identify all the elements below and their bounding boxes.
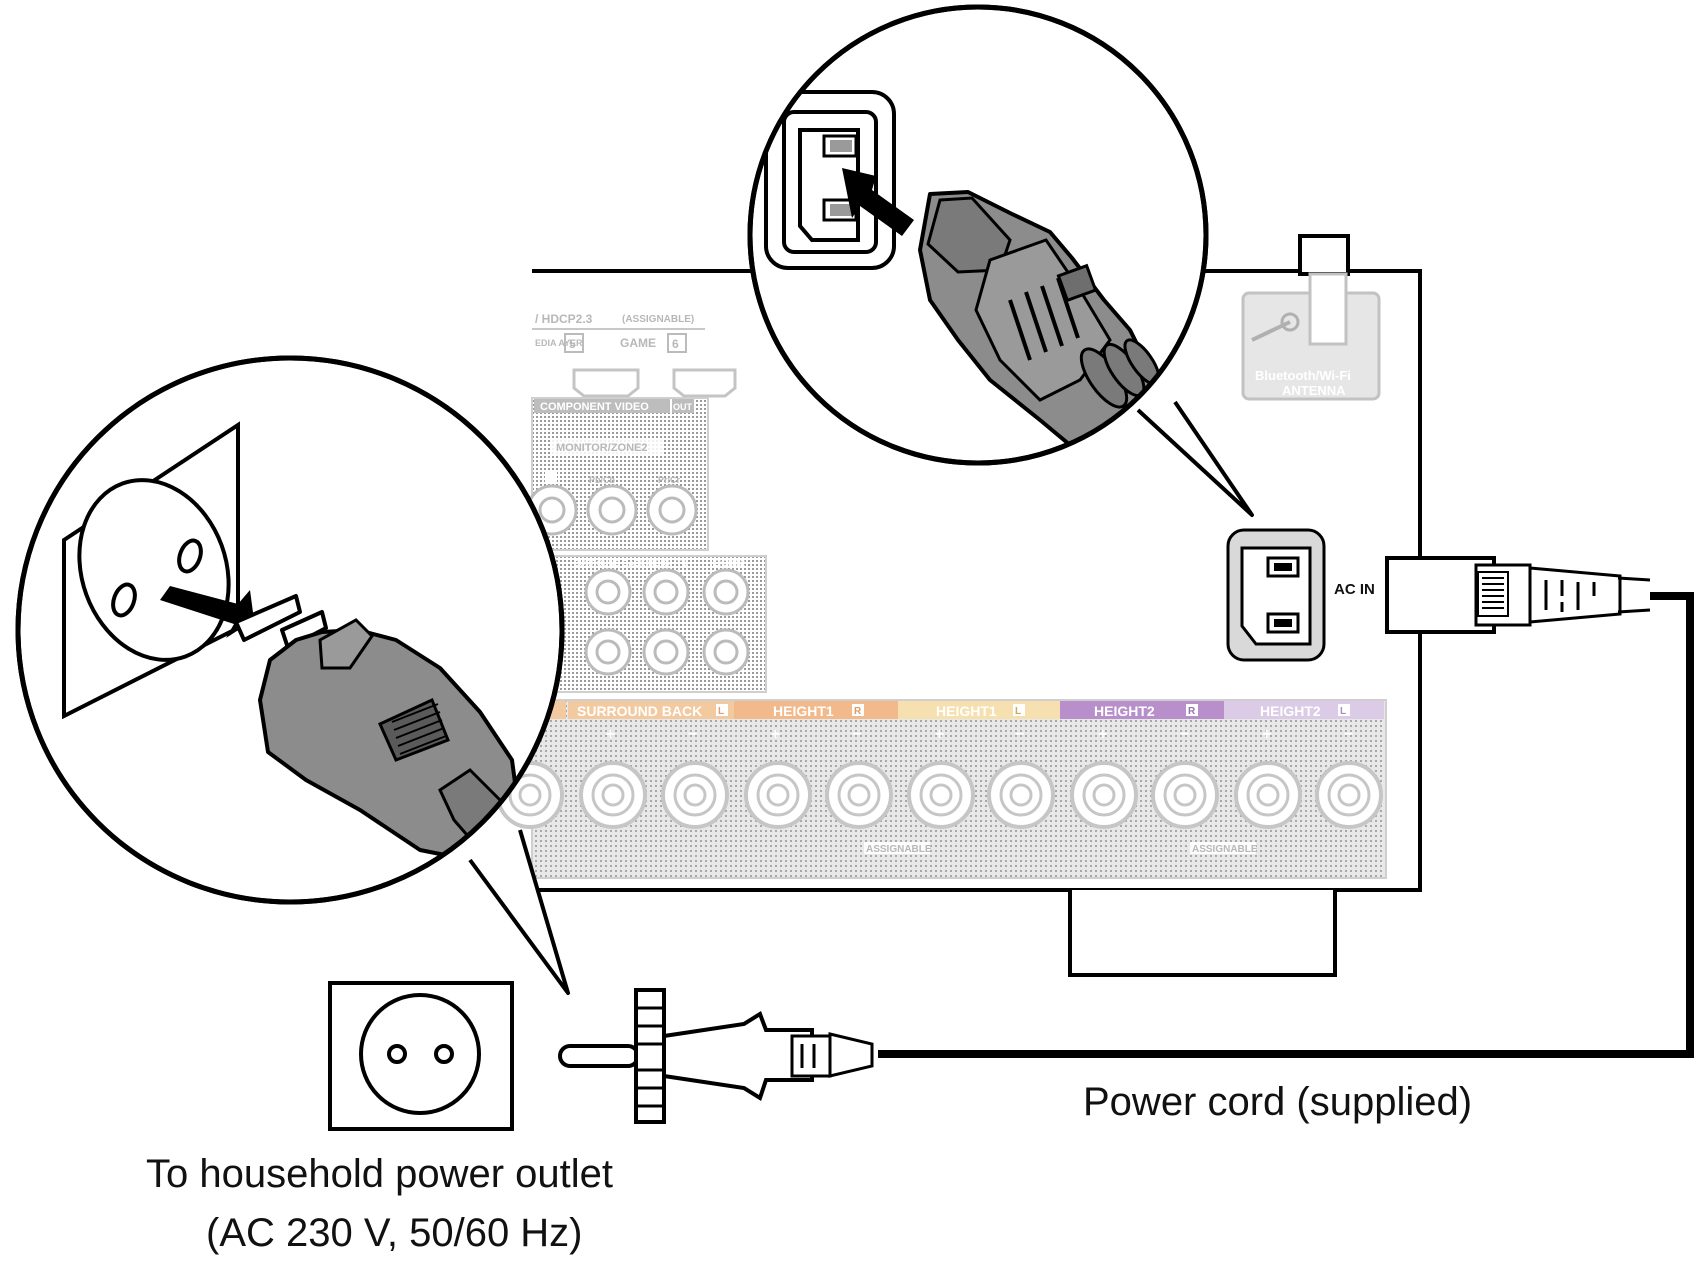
- bluetooth-wifi-antenna-connector: Bluetooth/Wi-Fi ANTENNA: [1241, 272, 1381, 401]
- media-player-label: EDIA AYER: [535, 338, 583, 348]
- rca-jack: [642, 628, 690, 676]
- antenna-stub: [1298, 234, 1350, 276]
- component-video-block: COMPONENT VIDEO OUT MONITOR/ZONE2 Pb/Cb …: [526, 397, 709, 551]
- rca-jack: [642, 568, 690, 616]
- rca-jack: [646, 484, 698, 536]
- height1-r-ch: R: [854, 706, 862, 717]
- pre-out-block: SURROUND BACK HEIGHT1 HEIGHT2: [531, 555, 767, 693]
- speaker-terminal: [1234, 761, 1302, 829]
- speaker-terminal: [825, 761, 893, 829]
- height1-l-ch: L: [1015, 706, 1021, 717]
- minus-mark: −: [1180, 726, 1189, 743]
- speaker-terminal: [1151, 761, 1219, 829]
- speaker-terminal-block: SURROUND BACK L HEIGHT1 R HEIGHT1 L HEIG…: [496, 699, 1387, 879]
- monitor-zone2-label: MONITOR/ZONE2: [556, 442, 647, 454]
- pb-label: Pb/Cb: [589, 475, 616, 485]
- speaker-terminal: [744, 761, 812, 829]
- out-label: OUT: [673, 402, 693, 412]
- preout-height1-label: HEIGHT1: [648, 558, 687, 568]
- hdmi-port-6: [672, 368, 737, 398]
- game-label: GAME: [620, 336, 656, 350]
- power-cord-label: Power cord (supplied): [1083, 1080, 1472, 1124]
- height2-r-label: HEIGHT2: [1094, 703, 1155, 719]
- speaker-terminal: [1315, 761, 1383, 829]
- receiver-foot: [1068, 890, 1337, 977]
- ac-in-label: AC IN: [1334, 581, 1375, 598]
- plus-mark: +: [771, 726, 780, 743]
- callout-iec-inlet: [747, 4, 1254, 517]
- wall-socket-closeup: [62, 421, 240, 720]
- height2-l-label: HEIGHT2: [1260, 703, 1321, 719]
- surround-back-label: SURROUND BACK: [577, 703, 702, 719]
- rca-jack: [584, 568, 632, 616]
- plus-mark: +: [1262, 726, 1271, 743]
- component-video-label: COMPONENT VIDEO: [540, 401, 649, 413]
- plus-mark: +: [935, 726, 944, 743]
- outlet-label-line1: To household power outlet: [146, 1152, 613, 1196]
- hdcp-label: / HDCP2.3: [535, 312, 593, 326]
- speaker-terminal: [661, 761, 729, 829]
- receiver-rear-panel: / HDCP2.3 (ASSIGNABLE) EDIA AYER 5 GAME …: [496, 234, 1422, 977]
- pr-label: Pr/Cr: [658, 475, 681, 485]
- rca-jack: [702, 568, 750, 616]
- height1-l-label: HEIGHT1: [936, 703, 997, 719]
- plus-mark: +: [1098, 726, 1107, 743]
- input-6-label: 6: [672, 337, 679, 351]
- preout-surround-back-label: SURROUND BACK: [574, 559, 646, 568]
- height2-l-ch: L: [1340, 706, 1346, 717]
- speaker-terminal: [987, 761, 1055, 829]
- minus-mark: −: [852, 726, 861, 743]
- assignable-label-1: ASSIGNABLE: [866, 844, 932, 855]
- hdmi-port-5: [572, 368, 640, 398]
- ac-in-inlet: [1226, 528, 1326, 662]
- speaker-terminal: [579, 761, 647, 829]
- power-cord: [878, 592, 1694, 1058]
- rca-jack: [586, 484, 638, 536]
- callout-wall-socket: [15, 355, 570, 995]
- insert-arrow-icon: [842, 168, 914, 236]
- antenna-label-line2: ANTENNA: [1282, 383, 1346, 398]
- surround-back-ch: L: [718, 706, 724, 717]
- height1-r-label: HEIGHT1: [773, 703, 834, 719]
- wall-outlet-front: [328, 981, 514, 1131]
- plus-mark: +: [606, 726, 615, 743]
- height2-r-ch: R: [1188, 706, 1196, 717]
- rca-jack: [702, 628, 750, 676]
- euro-plug-side-view: [558, 988, 874, 1124]
- iec-plug-closeup: [918, 190, 1162, 463]
- outlet-label-line2: (AC 230 V, 50/60 Hz): [206, 1211, 583, 1255]
- speaker-terminal: [907, 761, 975, 829]
- assignable-top-label: (ASSIGNABLE): [622, 314, 694, 325]
- iec-inlet-closeup: [764, 90, 896, 270]
- preout-height2-label: HEIGHT2: [706, 558, 745, 568]
- assignable-label-2: ASSIGNABLE: [1192, 844, 1258, 855]
- minus-mark: −: [688, 726, 697, 743]
- minus-mark: −: [1015, 726, 1024, 743]
- insert-arrow-icon: [160, 586, 254, 638]
- antenna-label-line1: Bluetooth/Wi-Fi: [1255, 368, 1351, 383]
- rca-jack: [584, 628, 632, 676]
- minus-mark: −: [1344, 726, 1353, 743]
- input-5-label: 5: [569, 337, 576, 351]
- speaker-terminal: [1070, 761, 1138, 829]
- iec-plug-side-view: [1385, 556, 1651, 634]
